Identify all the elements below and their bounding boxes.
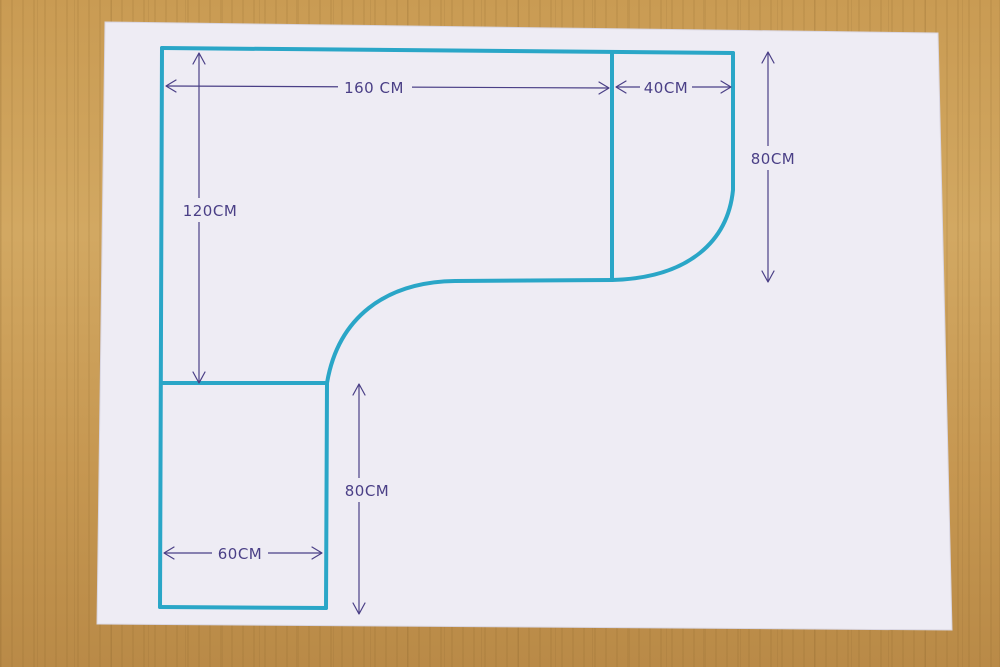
arrow-left-icon (165, 79, 177, 93)
outline-left-edge (158, 46, 164, 609)
dimension-label-120cm: 120CM (183, 202, 238, 220)
dimension-label-60cm: 60CM (218, 545, 263, 563)
arrow-left-icon (163, 546, 175, 560)
outline-right-curve (610, 51, 735, 282)
dimension-top-return: 40CM (615, 77, 732, 97)
arrow-down-icon (192, 371, 206, 384)
outline-leg-bottom-edge (158, 605, 328, 610)
arrow-right-icon (720, 80, 732, 94)
arrow-up-icon (192, 52, 206, 65)
arrow-down-icon (352, 602, 366, 615)
dimension-top-main: 160 CM (165, 77, 610, 97)
outline-top-edge (160, 46, 735, 55)
desk-outline (158, 46, 735, 610)
arrow-down-icon (761, 270, 775, 283)
paper-sheet (96, 21, 953, 631)
arrow-up-icon (352, 383, 366, 396)
dimension-right-height: 80CM (745, 51, 801, 283)
dimension-leg-height: 80CM (339, 383, 395, 615)
arrow-right-icon (311, 546, 323, 560)
outline-inner-s-curve (325, 278, 614, 385)
arrow-up-icon (761, 51, 775, 64)
dimension-label-160cm: 160 CM (344, 79, 404, 97)
outline-leg-right-edge (324, 381, 329, 610)
dimension-label-80cm-leg: 80CM (345, 482, 390, 500)
arrow-left-icon (615, 80, 627, 94)
dimension-label-40cm: 40CM (644, 79, 689, 97)
dimension-leg-width: 60CM (163, 543, 323, 563)
arrow-right-icon (598, 81, 610, 95)
dimension-left-height: 120CM (182, 52, 238, 384)
dimension-label-80cm-right: 80CM (751, 150, 796, 168)
